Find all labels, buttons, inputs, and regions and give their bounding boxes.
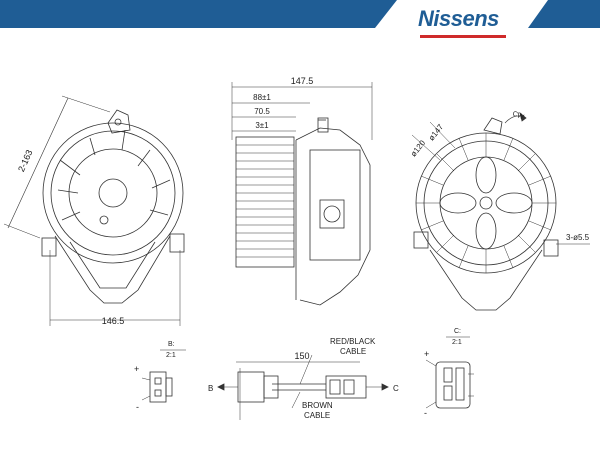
side-dim-b: 70.5 [254,107,270,116]
connector-b-minus: - [136,402,139,412]
cable-brown-line2: CABLE [304,411,330,420]
connector-b-drawing [141,349,186,403]
cable-red-black-line2: CABLE [340,347,366,356]
cable-end-b: B [208,384,213,393]
front-dim-width: 146.5 [102,316,125,326]
connector-c-plus: + [424,349,429,359]
brand-wordmark: Nissens [418,6,499,31]
connector-c-scale: 2:1 [452,339,462,346]
front-dim-diagonal: 2-163 [16,148,35,173]
cable-end-c: C [393,384,399,393]
cable-red-black-line1: RED/BLACK [330,337,376,346]
connector-b-plus: + [134,364,139,374]
connector-c-minus: - [424,408,427,418]
connector-c-drawing [425,336,474,409]
cable-length: 150 [294,351,309,361]
connector-c-label: C: [454,328,461,335]
cable-drawing [217,354,389,420]
header-band-left [0,0,397,28]
brand-underline [420,35,506,38]
cable-brown-line1: BROWN [302,401,333,410]
rear-dim-d2: ø147 [427,122,446,142]
nissens-logo: Nissens [418,6,508,40]
rear-holes-label: 3-ø5.5 [566,233,590,242]
connector-b-scale: 2:1 [166,352,176,359]
side-dim-c: 3±1 [255,121,269,130]
connector-b-label: B: [168,341,175,348]
header-band-right [528,0,600,28]
front-view [3,95,185,326]
rear-dim-d1: ø120 [409,138,428,158]
rear-rotation-label: CW [511,110,525,121]
side-dim-a: 88±1 [253,93,271,102]
side-view [231,82,373,306]
rear-view [411,111,590,311]
side-dim-total: 147.5 [291,76,314,86]
